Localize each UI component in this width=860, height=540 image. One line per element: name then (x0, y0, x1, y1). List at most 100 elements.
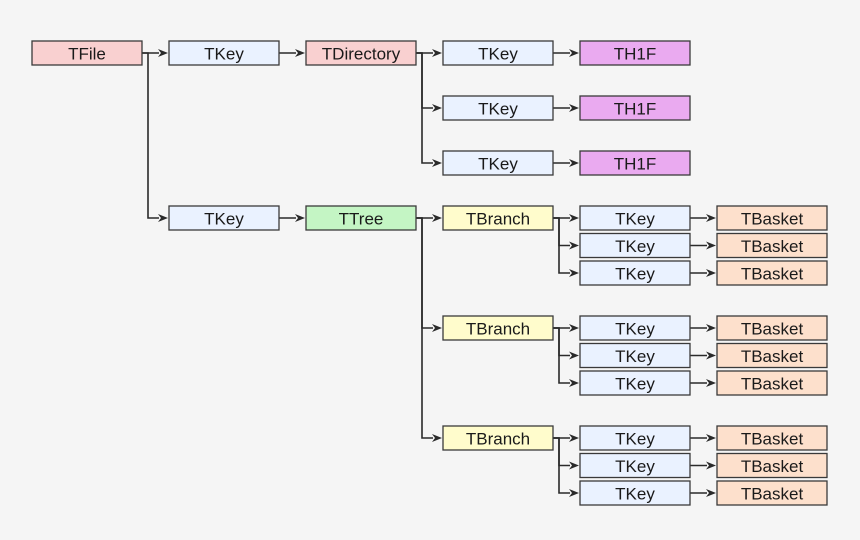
node-box (716, 260, 828, 286)
node-label: TBasket (741, 237, 804, 256)
connector-tbranch-2-to-key-b2-3 (553, 327, 579, 387)
node-box (579, 95, 691, 121)
node-key-b1-2: TKey (579, 232, 691, 259)
node-tfile: TFile (31, 40, 143, 66)
node-tbranch-1: TBranch (442, 205, 554, 231)
node-label: TBasket (741, 265, 804, 284)
node-key-b3-3: TKey (579, 480, 691, 506)
node-box (579, 315, 691, 341)
arrowhead-icon (432, 104, 442, 112)
node-key-h3: TKey (442, 150, 554, 176)
node-label: TKey (204, 210, 244, 229)
connector-key-b2-3-to-basket-b2-3 (690, 379, 716, 387)
node-box (716, 205, 828, 231)
arrowhead-icon (706, 351, 716, 360)
node-label: TFile (68, 45, 106, 64)
arrowhead-icon (706, 241, 716, 250)
arrowhead-icon (432, 434, 442, 442)
connector-tdirectory-to-key-h2 (416, 52, 442, 112)
node-box (305, 40, 417, 66)
node-box (579, 260, 691, 286)
node-box (579, 452, 691, 479)
node-box (442, 205, 554, 231)
connector-tbranch-3-to-key-b3-3 (553, 437, 579, 497)
arrowhead-icon (569, 49, 579, 57)
node-key-b2-3: TKey (579, 370, 691, 396)
node-key-b1-1: TKey (579, 205, 691, 231)
node-key-b2-2: TKey (579, 342, 691, 369)
arrowhead-icon (432, 49, 442, 57)
node-box (168, 40, 280, 66)
node-box (579, 342, 691, 369)
node-label: TDirectory (322, 45, 401, 64)
node-tbranch-3: TBranch (442, 425, 554, 451)
node-label: TBasket (741, 430, 804, 449)
node-box (579, 370, 691, 396)
node-box (442, 315, 554, 341)
arrowhead-icon (706, 324, 716, 332)
connector-key-b2-2-to-basket-b2-2 (690, 351, 716, 360)
node-box (716, 315, 828, 341)
node-label: TBranch (466, 210, 530, 229)
node-label: TH1F (614, 100, 657, 119)
arrowhead-icon (432, 159, 442, 167)
arrowhead-icon (706, 461, 716, 470)
node-label: TKey (615, 320, 655, 339)
arrowhead-icon (569, 104, 579, 112)
node-box (305, 205, 417, 231)
node-basket-b3-1: TBasket (716, 425, 828, 451)
arrowhead-icon (706, 379, 716, 387)
node-box (442, 95, 554, 121)
node-basket-b1-3: TBasket (716, 260, 828, 286)
node-label: TKey (615, 430, 655, 449)
node-box (442, 40, 554, 66)
arrowhead-icon (569, 269, 579, 277)
node-basket-b1-2: TBasket (716, 232, 828, 259)
node-label: TBranch (466, 430, 530, 449)
node-label: TKey (615, 485, 655, 504)
connector-key-h2-to-th1f-2 (553, 104, 579, 112)
node-label: TTree (339, 210, 384, 229)
node-box (716, 425, 828, 451)
node-box (442, 150, 554, 176)
node-basket-b3-3: TBasket (716, 480, 828, 506)
node-label: TBasket (741, 375, 804, 394)
arrowhead-icon (569, 434, 579, 442)
node-basket-b3-2: TBasket (716, 452, 828, 479)
node-box (579, 40, 691, 66)
arrowhead-icon (569, 324, 579, 332)
node-label: TBasket (741, 210, 804, 229)
connector-key-b1-2-to-basket-b1-2 (690, 241, 716, 250)
node-label: TKey (615, 265, 655, 284)
connector-layer (142, 49, 716, 497)
node-basket-b2-3: TBasket (716, 370, 828, 396)
arrowhead-icon (706, 269, 716, 277)
arrowhead-icon (158, 214, 168, 222)
arrowhead-icon (706, 489, 716, 497)
arrowhead-icon (569, 489, 579, 497)
arrowhead-icon (569, 461, 579, 470)
node-key-b3-2: TKey (579, 452, 691, 479)
connector-key-b1-3-to-basket-b1-3 (690, 269, 716, 277)
node-tdirectory: TDirectory (305, 40, 417, 66)
node-basket-b2-2: TBasket (716, 342, 828, 369)
arrowhead-icon (158, 49, 168, 57)
node-key-b3-1: TKey (579, 425, 691, 451)
node-box (168, 205, 280, 231)
node-box (579, 232, 691, 259)
connector-tbranch-2-to-key-b2-2 (553, 327, 579, 360)
node-th1f-3: TH1F (579, 150, 691, 176)
node-box (442, 425, 554, 451)
arrowhead-icon (569, 351, 579, 360)
node-label: TKey (478, 100, 518, 119)
node-label: TKey (204, 45, 244, 64)
connector-tbranch-1-to-key-b1-3 (553, 217, 579, 277)
arrowhead-icon (295, 214, 305, 222)
node-box (31, 40, 143, 66)
node-label: TBasket (741, 347, 804, 366)
node-label: TBranch (466, 320, 530, 339)
connector-key-b1-1-to-basket-b1-1 (690, 214, 716, 222)
connector-tdirectory-to-key-h3 (416, 52, 442, 167)
